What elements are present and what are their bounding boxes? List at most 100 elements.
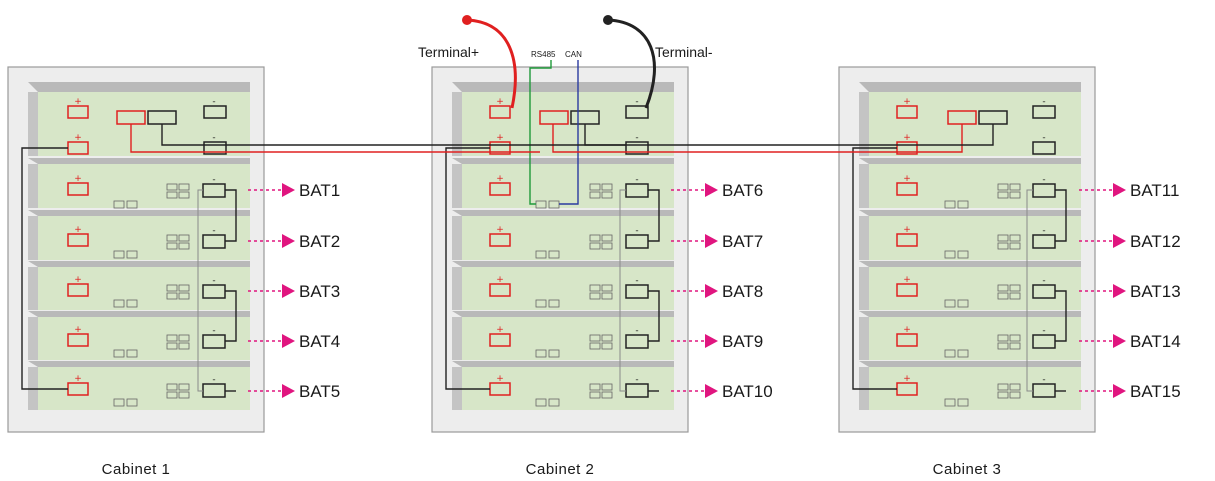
polarity-signs: +++++++-------+++++++-------+++++++-----…: [74, 97, 1045, 385]
series-wire: [648, 189, 660, 242]
bat-arrow-head: [705, 234, 718, 248]
negative-sign: -: [1042, 326, 1045, 336]
negative-sign: -: [635, 175, 638, 185]
control-box-side: [859, 92, 869, 156]
battery-label: BAT12: [1130, 232, 1181, 251]
battery-label: BAT4: [299, 332, 340, 351]
series-wire: [225, 290, 237, 342]
negative-sign: -: [635, 133, 638, 143]
negative-cable: [607, 18, 656, 109]
module-row: [489, 233, 649, 259]
bat-arrow-head: [1113, 334, 1126, 348]
negative-terminal: [1032, 141, 1056, 155]
series-wire: [852, 147, 897, 390]
negative-terminal: [625, 105, 649, 119]
negative-sign: -: [1042, 175, 1045, 185]
battery-label: BAT1: [299, 181, 340, 200]
cabinet-3: [838, 66, 1096, 433]
positive-sign: +: [903, 133, 911, 143]
module-shelf: [859, 158, 1081, 208]
positive-cable: [466, 18, 517, 109]
control-box-top: [859, 82, 1081, 92]
control-box-top: [452, 82, 674, 92]
negative-sign: -: [1042, 133, 1045, 143]
negative-sign: -: [635, 226, 638, 236]
positive-sign: +: [496, 97, 504, 107]
negative-sign: -: [635, 326, 638, 336]
positive-sign: +: [74, 133, 82, 143]
negative-sign: -: [212, 326, 215, 336]
negative-sign: -: [635, 97, 638, 107]
positive-terminal: [67, 141, 89, 155]
positive-bus-wire: [130, 124, 540, 153]
battery-label: BAT5: [299, 382, 340, 401]
bat-arrow-head: [705, 183, 718, 197]
positive-sign: +: [496, 133, 504, 143]
cabinet-3-label: Cabinet 3: [933, 461, 1002, 478]
positive-cable-end: [462, 15, 472, 25]
breaker-black: [978, 110, 1008, 125]
positive-sign: +: [74, 325, 82, 335]
bat-arrow-head: [282, 384, 295, 398]
cabinet-1-label: Cabinet 1: [102, 461, 171, 478]
main-terminal-positive: Terminal+: [418, 15, 517, 109]
series-wire: [1055, 290, 1067, 342]
main-terminal-negative: Terminal-: [603, 15, 713, 109]
bat-arrow-head: [1113, 234, 1126, 248]
series-wire: [1055, 189, 1067, 242]
bat-arrow-head: [282, 284, 295, 298]
can-label: CAN: [565, 50, 582, 59]
negative-bus-wire: [584, 124, 994, 146]
module-row: [489, 283, 649, 308]
positive-sign: +: [903, 275, 911, 285]
positive-sign: +: [496, 275, 504, 285]
bat-arrow-head: [1113, 384, 1126, 398]
negative-sign: -: [212, 175, 215, 185]
battery-label: BAT7: [722, 232, 763, 251]
breaker-black: [570, 110, 600, 125]
bat-arrow-head: [1113, 284, 1126, 298]
rs485-wire: [529, 60, 552, 205]
negative-sign: -: [1042, 97, 1045, 107]
module-row: [489, 333, 649, 358]
battery-label: BAT8: [722, 282, 763, 301]
module-row: [67, 233, 226, 259]
battery-label: BAT10: [722, 382, 773, 401]
battery-label: BAT15: [1130, 382, 1181, 401]
battery-label: BAT6: [722, 181, 763, 200]
positive-sign: +: [74, 275, 82, 285]
positive-sign: +: [903, 174, 911, 184]
module-row: [896, 333, 1056, 358]
negative-sign: -: [212, 375, 215, 385]
battery-labels: BAT1BAT2BAT3BAT4BAT5BAT6BAT7BAT8BAT9BAT1…: [248, 181, 1181, 401]
battery-label: BAT13: [1130, 282, 1181, 301]
positive-terminal: [67, 105, 89, 119]
series-wire: [197, 189, 203, 392]
positive-terminal: [489, 105, 511, 119]
module-row: [67, 283, 226, 308]
module-row: [489, 182, 649, 209]
negative-sign: -: [212, 276, 215, 286]
negative-sign: -: [1042, 276, 1045, 286]
series-wire: [445, 147, 490, 390]
positive-sign: +: [903, 97, 911, 107]
bat-arrow-head: [705, 284, 718, 298]
module-row: [896, 233, 1056, 259]
battery-label: BAT14: [1130, 332, 1181, 351]
positive-sign: +: [74, 174, 82, 184]
negative-terminal: [203, 105, 227, 119]
control-box-side: [452, 92, 462, 156]
can-wire: [559, 60, 579, 205]
battery-label: BAT3: [299, 282, 340, 301]
positive-sign: +: [496, 174, 504, 184]
positive-sign: +: [903, 225, 911, 235]
positive-terminal: [896, 105, 918, 119]
battery-label: BAT9: [722, 332, 763, 351]
terminal-negative-label: Terminal-: [655, 44, 713, 60]
negative-bus-wire: [161, 124, 626, 146]
bat-arrow-head: [1113, 183, 1126, 197]
positive-sign: +: [496, 225, 504, 235]
negative-cable-end: [603, 15, 613, 25]
module-row: [896, 382, 1056, 407]
